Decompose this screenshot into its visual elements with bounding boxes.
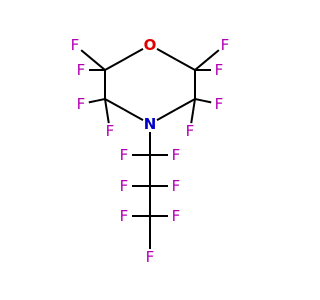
bond-5-13-b — [80, 49, 94, 61]
bond-4-11-a — [104, 98, 108, 112]
atom-label-f-16: F — [172, 146, 181, 164]
atom-label-f-22: F — [172, 207, 181, 225]
atom-label-f-13: F — [71, 36, 80, 54]
bond-2-9-b — [190, 110, 195, 124]
bond-2-9-a — [192, 98, 196, 112]
bond-4-11-b — [105, 110, 110, 124]
bond-0-1-b — [175, 58, 196, 71]
bond-0-1-a — [156, 48, 177, 61]
bond-layer — [80, 48, 220, 249]
bond-5-13-a — [92, 59, 106, 71]
atom-label-f-18: F — [120, 177, 129, 195]
atom-label-o-0: O — [144, 36, 157, 54]
bond-1-6-a — [194, 59, 208, 71]
bond-4-10-a — [96, 98, 106, 102]
bond-2-3-b — [156, 108, 177, 121]
atom-label-f-6: F — [221, 36, 230, 54]
atom-label-f-21: F — [120, 207, 129, 225]
atom-label-f-15: F — [120, 146, 129, 164]
atom-label-f-12: F — [77, 61, 86, 79]
atom-label-f-11: F — [106, 122, 115, 140]
atom-label-f-19: F — [172, 177, 181, 195]
atom-label-f-23: F — [146, 248, 155, 266]
atom-label-f-9: F — [186, 122, 195, 140]
bond-2-3-a — [175, 98, 196, 111]
atom-label-f-7: F — [215, 61, 224, 79]
atom-label-f-10: F — [77, 95, 86, 113]
bond-1-6-b — [206, 49, 220, 61]
bond-5-0-a — [104, 58, 125, 71]
bond-3-4-a — [123, 108, 144, 121]
atom-label-f-8: F — [215, 95, 224, 113]
bond-5-0-b — [123, 48, 144, 61]
bond-2-8-a — [194, 98, 204, 102]
atom-label-n-3: N — [144, 115, 157, 133]
bond-2-8-b — [202, 99, 212, 104]
bond-4-10-b — [88, 99, 98, 104]
bond-3-4-b — [104, 98, 125, 111]
